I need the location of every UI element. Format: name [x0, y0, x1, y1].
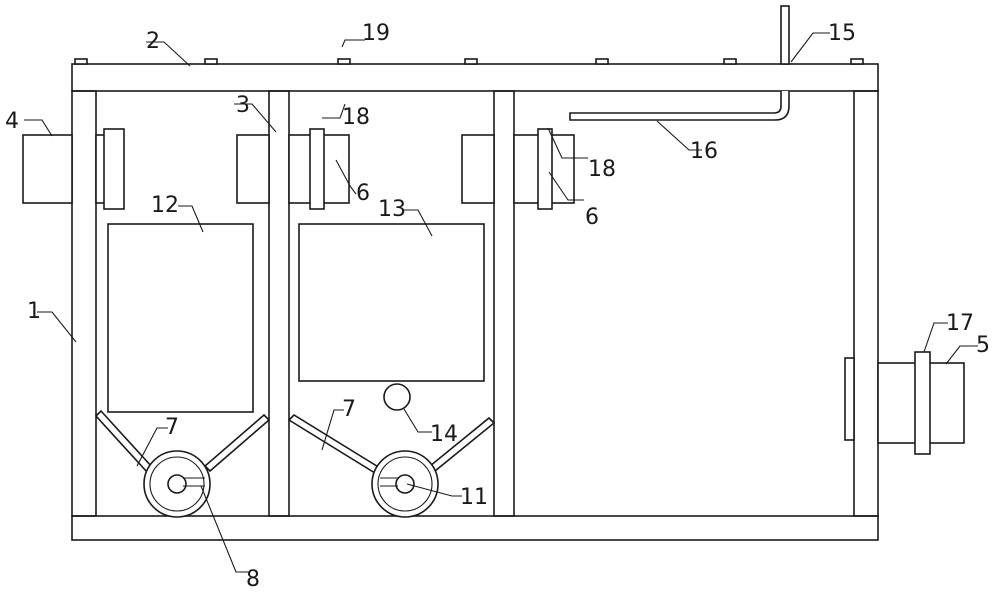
label-12: 12 [151, 193, 179, 218]
label-6-left: 6 [356, 181, 370, 206]
outlet-pipe [844, 351, 965, 455]
label-7-right: 7 [342, 397, 356, 422]
label-1: 1 [27, 299, 41, 324]
label-7-left: 7 [165, 415, 179, 440]
label-18-right: 18 [588, 157, 616, 182]
label-4: 4 [5, 109, 19, 134]
slanted-plates [94, 409, 496, 475]
label-3: 3 [236, 93, 250, 118]
tank-housing [71, 90, 879, 541]
label-5: 5 [976, 333, 990, 358]
top-cover [71, 58, 879, 92]
connecting-pipe-1 [236, 128, 350, 210]
rotary-drum-2 [371, 450, 439, 518]
inlet-pipe [22, 128, 125, 210]
part-labels: 4 2 3 1 19 18 18 6 6 12 13 7 7 8 11 14 1… [5, 21, 990, 592]
label-19: 19 [362, 21, 390, 46]
filter-layer-2 [298, 223, 485, 382]
label-18-left: 18 [342, 105, 370, 130]
label-15: 15 [828, 21, 856, 46]
label-8: 8 [246, 567, 260, 592]
aeration-pipe [569, 5, 790, 121]
label-11: 11 [460, 485, 488, 510]
label-2: 2 [146, 29, 160, 54]
connecting-pipe-2 [461, 128, 575, 210]
label-14: 14 [430, 422, 458, 447]
label-16: 16 [690, 139, 718, 164]
label-13: 13 [378, 197, 406, 222]
label-17: 17 [946, 311, 974, 336]
filter-layer-1 [107, 223, 254, 413]
rotary-drum-1 [143, 450, 211, 518]
label-6-right: 6 [585, 205, 599, 230]
leader-lines [24, 32, 978, 573]
sensor-port [383, 383, 411, 411]
